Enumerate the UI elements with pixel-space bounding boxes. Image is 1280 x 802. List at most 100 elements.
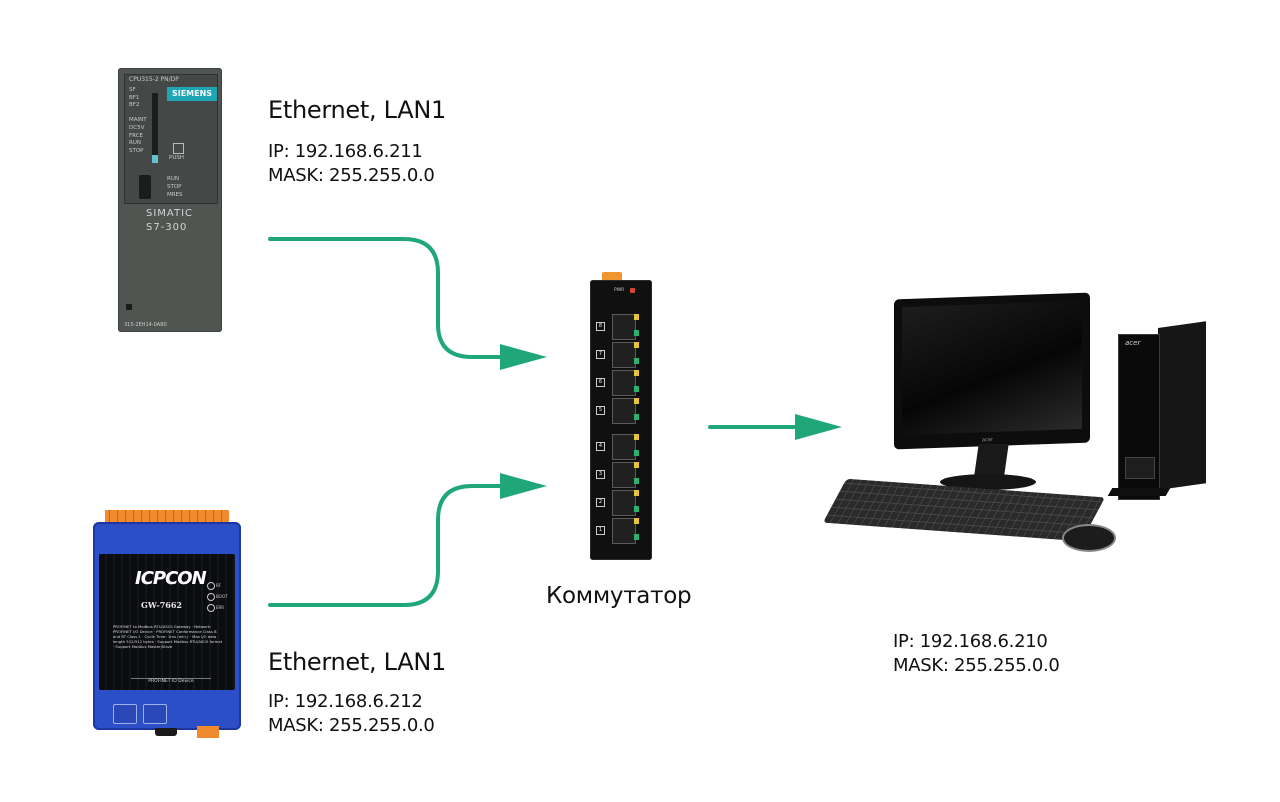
plc-series-label: SIMATIC [146,208,194,219]
link-led-icon [634,518,639,524]
plc-led-label: STOP [129,147,144,154]
port-number-label: 2 [596,498,605,507]
gateway-network-info: IP: 192.168.6.212 MASK: 255.255.0.0 [268,690,435,738]
tower-stand-icon [1107,488,1171,496]
plc-led-label: BF2 [129,102,140,109]
plc-led-label: FRCE [129,132,144,139]
desktop-pc-device: acer acer [822,292,1218,552]
led-icon [207,582,215,590]
port-number-label: 6 [596,378,605,387]
siemens-logo: SIEMENS [167,87,217,101]
speed-led-icon [634,358,639,364]
gateway-front-panel: ICPCON GW-7662 RF BOOT ERR PROFINET to M… [99,554,235,690]
port-number-label: 7 [596,350,605,359]
pc-network-info: IP: 192.168.6.210 MASK: 255.255.0.0 [893,630,1060,678]
switch-label: RUN [167,176,179,182]
link-led-icon [634,370,639,376]
ethernet-port-icon [612,490,636,516]
gateway-connection-title: Ethernet, LAN1 [268,648,447,676]
connector-line [268,237,507,359]
terminal-block-icon [105,510,229,524]
network-switch-device: PWR 8 7 6 5 4 3 2 1 [590,272,652,560]
mode-switch-icon [139,175,151,199]
push-button-icon [173,143,184,154]
speed-led-icon [634,478,639,484]
led-icon [207,604,215,612]
gateway-description: PROFINET to Modbus RTU/ASCII Gateway · N… [113,624,223,649]
plc-family-label: S7-300 [146,222,188,233]
pc-mask: MASK: 255.255.0.0 [893,655,1060,676]
speed-led-icon [634,450,639,456]
tower-front: acer [1118,334,1160,500]
plc-card-slot [152,93,158,163]
tower-side [1158,321,1206,490]
gateway-model-label: GW-7662 [141,600,182,610]
edge-switch-to-pc [708,414,842,440]
speed-led-icon [634,414,639,420]
led-icon [207,593,215,601]
icpcon-gateway-device: ICPCON GW-7662 RF BOOT ERR PROFINET to M… [93,510,241,740]
gateway-ip: IP: 192.168.6.212 [268,691,423,712]
switch-power-connector-icon [602,272,622,282]
plc-mask: MASK: 255.255.0.0 [268,165,435,186]
switch-label: MRES [167,192,183,198]
edge-gateway-to-switch [268,473,547,607]
plc-led-label [129,110,147,118]
ethernet-port-icon [113,704,137,724]
port-number-label: 4 [596,442,605,451]
link-led-icon [634,434,639,440]
link-led-icon [634,314,639,320]
led-label: BOOT [216,594,228,599]
plc-led-label: MAINT [129,117,147,124]
switch-body: PWR 8 7 6 5 4 3 2 1 [590,280,652,560]
ethernet-port-icon [143,704,167,724]
edge-plc-to-switch [268,237,547,370]
ethernet-port-icon [612,398,636,424]
plc-led-label: BF1 [129,94,140,101]
plc-led-label: RUN [129,140,141,147]
switch-power-label: PWR [614,288,625,293]
port-number-label: 8 [596,322,605,331]
led-label: ERR [216,605,225,610]
front-io-panel-icon [1125,457,1155,479]
din-clip-icon [155,728,177,736]
tower-brand-label: acer [1125,339,1141,347]
speed-led-icon [634,386,639,392]
monitor-brand-label: acer [982,436,993,444]
ethernet-port-icon [612,370,636,396]
speed-led-icon [634,330,639,336]
siemens-plc-device: CPU315-2 PN/DP SIEMENS SF BF1 BF2 MAINT … [118,68,222,332]
link-led-icon [634,398,639,404]
connector-line [268,484,507,607]
plc-model-label: CPU315-2 PN/DP [129,76,179,83]
port-number-label: 3 [596,470,605,479]
gateway-mask: MASK: 255.255.0.0 [268,715,435,736]
arrowhead-icon [795,414,842,440]
plc-led-label: DC5V [129,124,145,131]
plc-ip: IP: 192.168.6.211 [268,141,423,162]
plc-led-labels: SF BF1 BF2 MAINT DC5V FRCE RUN STOP [129,87,147,155]
ethernet-port-icon [612,462,636,488]
switch-label: STOP [167,184,182,190]
plc-order-number: 315-2EH14-0AB0 [124,322,167,328]
power-led-icon [630,288,635,293]
link-led-icon [634,490,639,496]
pc-tower-icon: acer [1107,321,1208,500]
mouse-icon [1062,524,1116,552]
plc-indicator-icon [126,304,132,310]
switch-label: Коммутатор [546,583,692,609]
keyboard-icon [822,478,1106,542]
port-number-label: 5 [596,406,605,415]
speed-led-icon [634,506,639,512]
ethernet-port-icon [612,518,636,544]
monitor-icon: acer [894,292,1090,450]
arrowhead-icon [500,473,547,499]
plc-switch-labels: RUN STOP MRES [167,175,183,199]
power-terminal-icon [197,726,219,738]
link-led-icon [634,342,639,348]
monitor-screen [902,300,1082,436]
link-led-icon [634,462,639,468]
icpcon-logo: ICPCON [135,568,207,589]
ethernet-port-icon [612,314,636,340]
